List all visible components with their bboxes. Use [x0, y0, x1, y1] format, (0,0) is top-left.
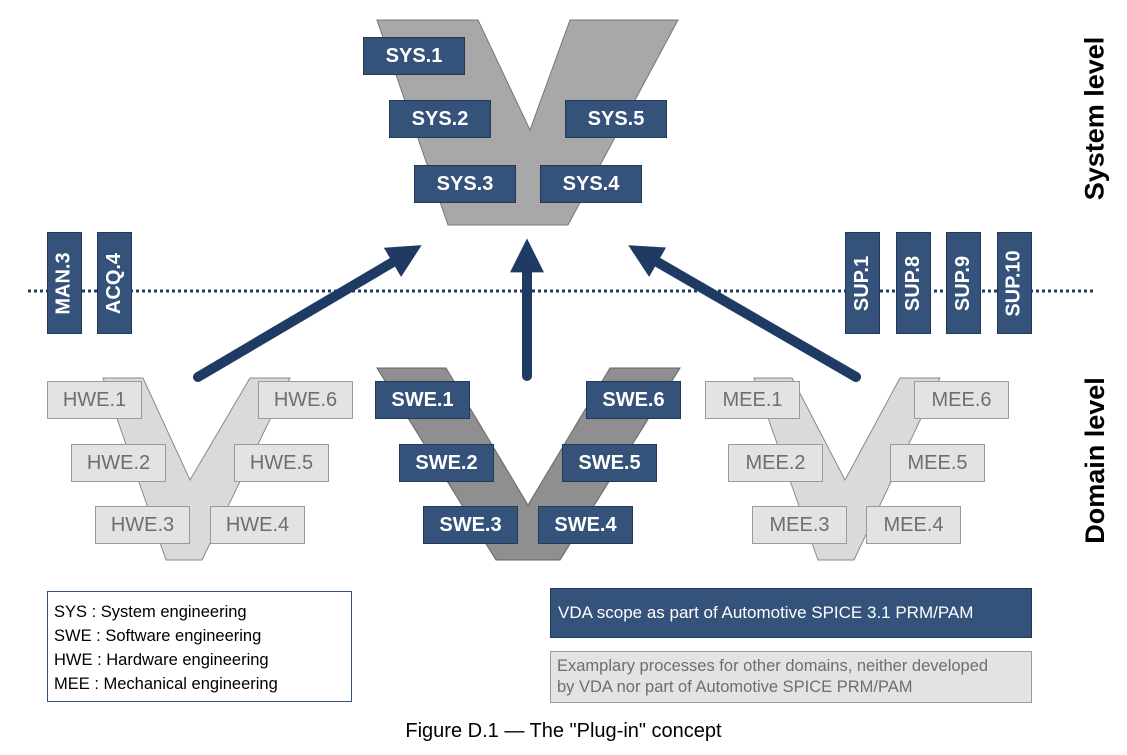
process-mee-1: MEE.1: [705, 381, 800, 419]
process-sys-4: SYS.4: [540, 165, 642, 203]
process-mee-6: MEE.6: [914, 381, 1009, 419]
process-sys-3: SYS.3: [414, 165, 516, 203]
process-mee-4: MEE.4: [866, 506, 961, 544]
domain-level-text: Domain level: [1079, 376, 1110, 544]
mee-v-shape: [753, 377, 941, 561]
process-sup-1-label: SUP.1: [851, 255, 874, 311]
process-swe-3: SWE.3: [423, 506, 518, 544]
process-mee-2: MEE.2: [728, 444, 823, 482]
legend-sys: SYS : System engineering: [54, 603, 247, 621]
process-hwe-2: HWE.2: [71, 444, 166, 482]
key-examplary-line-1: Examplary processes for other domains, n…: [557, 657, 989, 675]
arrow-hwe-to-system: [193, 245, 422, 382]
abbreviation-legend: SYS : System engineering SWE : Software …: [47, 591, 352, 702]
process-swe-5: SWE.5: [562, 444, 657, 482]
process-hwe-3: HWE.3: [95, 506, 190, 544]
key-examplary-processes: Examplary processes for other domains, n…: [550, 651, 1032, 703]
process-sup-1: SUP.1: [845, 232, 880, 334]
process-mee-3: MEE.3: [752, 506, 847, 544]
figure-caption: Figure D.1 — The "Plug-in" concept: [405, 720, 722, 742]
process-man-3-label: MAN.3: [53, 251, 76, 315]
process-acq-4-label: ACQ.4: [103, 252, 125, 314]
system-level-label: System level: [1075, 18, 1115, 218]
process-sys-5: SYS.5: [565, 100, 667, 138]
process-swe-2: SWE.2: [399, 444, 494, 482]
process-hwe-1: HWE.1: [47, 381, 142, 419]
key-vda-scope: VDA scope as part of Automotive SPICE 3.…: [550, 588, 1032, 638]
process-sys-1: SYS.1: [363, 37, 465, 75]
process-sup-8: SUP.8: [896, 232, 931, 334]
process-swe-6: SWE.6: [586, 381, 681, 419]
legend-mee: MEE : Mechanical engineering: [54, 675, 278, 693]
process-swe-1: SWE.1: [375, 381, 470, 419]
process-sup-10-label: SUP.10: [1003, 249, 1026, 317]
process-sys-2: SYS.2: [389, 100, 491, 138]
process-sup-10: SUP.10: [997, 232, 1032, 334]
key-examplary-line-2: by VDA nor part of Automotive SPICE PRM/…: [557, 678, 913, 696]
key-vda-scope-text: VDA scope as part of Automotive SPICE 3.…: [558, 603, 974, 622]
process-man-3: MAN.3: [47, 232, 82, 334]
process-hwe-4: HWE.4: [210, 506, 305, 544]
arrow-mee-to-system: [628, 245, 861, 382]
process-hwe-6: HWE.6: [258, 381, 353, 419]
process-hwe-5: HWE.5: [234, 444, 329, 482]
domain-level-label: Domain level: [1075, 360, 1115, 560]
process-sup-9-label: SUP.9: [952, 255, 975, 311]
hwe-v-shape: [102, 377, 291, 561]
legend-hwe: HWE : Hardware engineering: [54, 651, 269, 669]
legend-swe: SWE : Software engineering: [54, 627, 262, 645]
process-mee-5: MEE.5: [890, 444, 985, 482]
system-level-text: System level: [1079, 36, 1110, 200]
process-sup-8-label: SUP.8: [902, 255, 925, 311]
process-sup-9: SUP.9: [946, 232, 981, 334]
process-swe-4: SWE.4: [538, 506, 633, 544]
process-acq-4: ACQ.4: [97, 232, 132, 334]
